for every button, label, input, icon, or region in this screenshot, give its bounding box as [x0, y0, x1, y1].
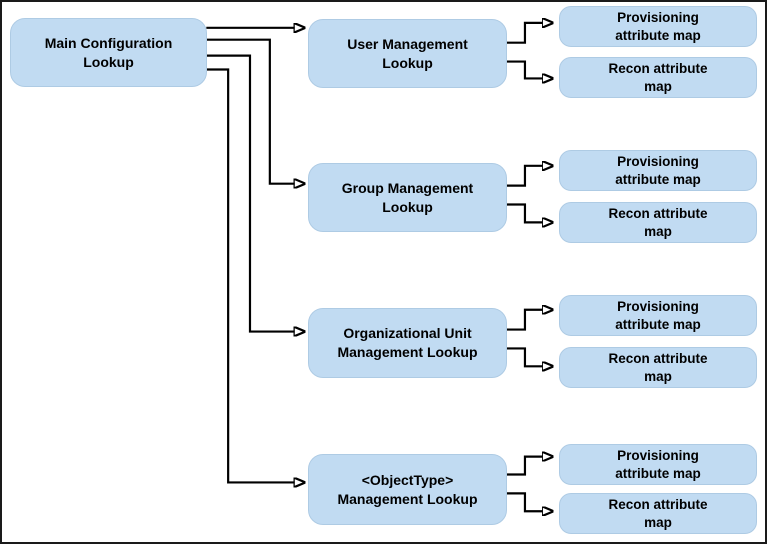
connector-user-management-to-provisioning [504, 23, 543, 44]
node-user-management-lookup: User Management Lookup [308, 19, 507, 88]
connector-objecttype-management-to-recon [504, 492, 543, 511]
connector-root-to-group-management [206, 38, 294, 184]
connector-org-unit-management-to-provisioning [504, 310, 543, 331]
node-objecttype-management-lookup: <ObjectType> Management Lookup [308, 454, 507, 525]
connector-objecttype-management-to-provisioning [504, 457, 543, 476]
node-provisioning-attribute-map: Provisioning attribute map [559, 150, 757, 191]
node-recon-attribute-map: Recon attribute map [559, 57, 757, 98]
node-organizational-unit-management-lookup: Organizational Unit Management Lookup [308, 308, 507, 378]
node-recon-attribute-map: Recon attribute map [559, 493, 757, 534]
node-provisioning-attribute-map: Provisioning attribute map [559, 6, 757, 47]
node-group-management-lookup: Group Management Lookup [308, 163, 507, 232]
connector-root-to-org-unit-management [206, 54, 294, 332]
connector-root-to-objecttype-management [206, 68, 294, 483]
connector-user-management-to-recon [504, 60, 543, 79]
node-recon-attribute-map: Recon attribute map [559, 347, 757, 388]
connector-group-management-to-recon [504, 203, 543, 223]
node-main-configuration-lookup: Main Configuration Lookup [10, 18, 207, 87]
connector-group-management-to-provisioning [504, 166, 543, 187]
node-provisioning-attribute-map: Provisioning attribute map [559, 444, 757, 485]
connector-org-unit-management-to-recon [504, 347, 543, 366]
node-provisioning-attribute-map: Provisioning attribute map [559, 295, 757, 336]
node-recon-attribute-map: Recon attribute map [559, 202, 757, 243]
